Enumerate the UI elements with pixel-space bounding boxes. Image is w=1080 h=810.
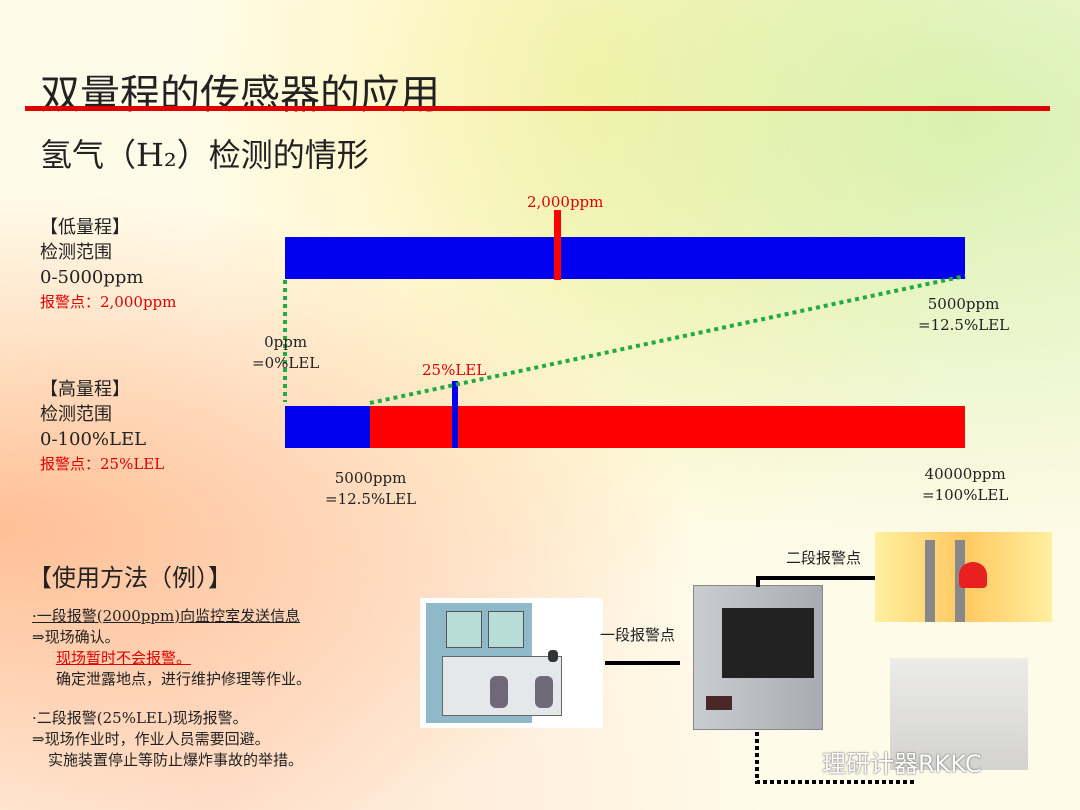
high-start-ppm: 5000ppm xyxy=(334,469,407,487)
low-end-lel: =12.5%LEL xyxy=(918,316,1010,334)
high-start-lel: =12.5%LEL xyxy=(325,490,417,508)
high-range-text: 【高量程】 检测范围 0-100%LEL 报警点：25%LEL xyxy=(40,377,164,477)
low-end-ppm: 5000ppm xyxy=(927,295,1000,313)
usage-text: ·一段报警(2000ppm)向监控室发送信息 ⇒现场确认。 现场暂时不会报警。 … xyxy=(32,606,311,771)
usage-line: 现场暂时不会报警。 xyxy=(56,649,192,667)
low-range-line2: 0-5000ppm xyxy=(40,267,144,288)
high-start-label: 5000ppm =12.5%LEL xyxy=(325,468,416,510)
low-range-heading: 【低量程】 xyxy=(40,217,130,238)
high-range-alarm: 报警点：25%LEL xyxy=(40,455,165,473)
usage-line: 确定泄露地点，进行维护修理等作业。 xyxy=(56,670,312,688)
low-end-label: 5000ppm =12.5%LEL xyxy=(918,294,1009,336)
low-alarm-marker xyxy=(554,210,561,280)
low-range-alarm: 报警点：2,000ppm xyxy=(40,293,177,311)
high-alarm-marker xyxy=(452,381,458,448)
low-start-label: 0ppm =0%LEL xyxy=(252,332,319,374)
stage2-label: 二段报警点 xyxy=(786,549,862,567)
stage1-label: 一段报警点 xyxy=(600,626,676,644)
low-start-ppm: 0ppm xyxy=(264,333,308,351)
stage1-line xyxy=(605,661,680,665)
control-room-illustration xyxy=(420,598,603,728)
high-alarm-marker-label: 25%LEL xyxy=(422,361,487,379)
high-range-line1: 检测范围 xyxy=(40,404,112,425)
high-end-lel: =100%LEL xyxy=(922,486,1009,504)
stage2-line xyxy=(756,576,876,580)
fullscale-mapping-line xyxy=(369,274,966,405)
gas-detector-unit xyxy=(693,585,823,730)
low-range-line1: 检测范围 xyxy=(40,242,112,263)
low-range-text: 【低量程】 检测范围 0-5000ppm 报警点：2,000ppm xyxy=(40,215,176,315)
high-end-ppm: 40000ppm xyxy=(924,465,1006,483)
high-range-line2: 0-100%LEL xyxy=(40,429,147,450)
warning-beacon-illustration xyxy=(875,532,1052,622)
low-start-lel: =0%LEL xyxy=(252,354,320,372)
factory-illustration xyxy=(890,658,1028,770)
usage-line: ·二段报警(25%LEL)现场报警。 xyxy=(32,709,248,727)
usage-line: ⇒现场确认。 xyxy=(32,628,120,646)
usage-line: 实施装置停止等防止爆炸事故的举措。 xyxy=(48,751,304,769)
usage-line: ·一段报警(2000ppm)向监控室发送信息 xyxy=(32,607,301,625)
subtitle: 氢气（H₂）检测的情形 xyxy=(40,136,369,174)
low-alarm-marker-label: 2,000ppm xyxy=(527,193,604,211)
high-range-low-segment xyxy=(285,406,370,448)
field-alarm-line xyxy=(755,732,914,784)
low-range-bar xyxy=(285,237,965,279)
title-divider xyxy=(25,106,1050,111)
high-end-label: 40000ppm =100%LEL xyxy=(922,464,1008,506)
usage-heading: 【使用方法（例）】 xyxy=(28,564,232,592)
high-range-heading: 【高量程】 xyxy=(40,379,130,400)
usage-line: ⇒现场作业时，作业人员需要回避。 xyxy=(32,730,270,748)
watermark: 理研计器RKKC xyxy=(822,750,982,778)
high-range-bar xyxy=(285,406,965,448)
